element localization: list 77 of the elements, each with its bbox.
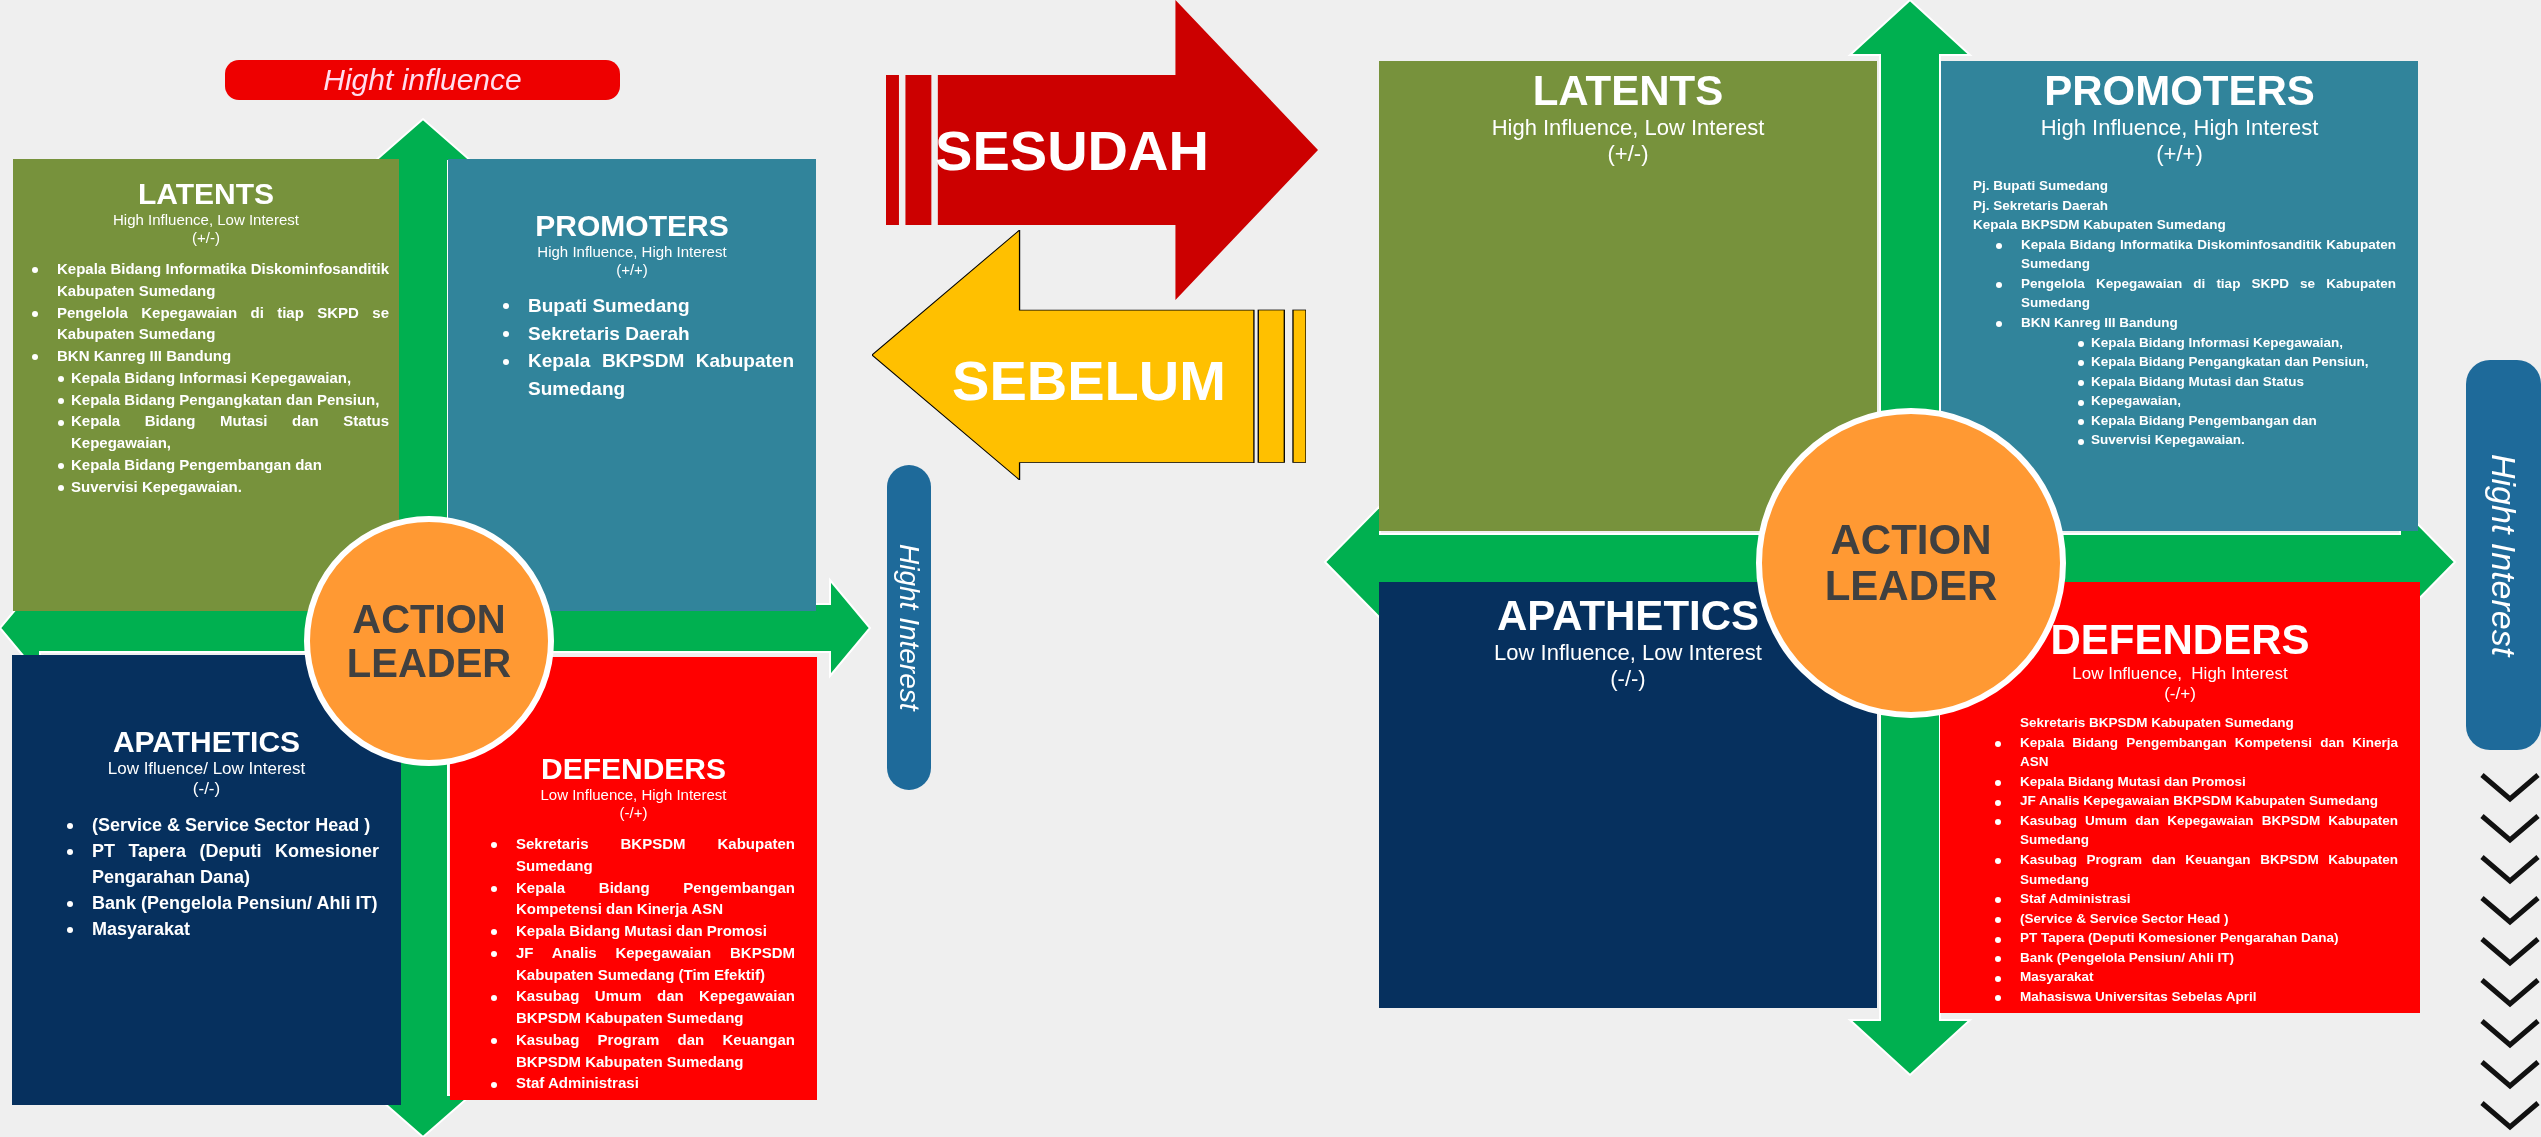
side-banner bbox=[2466, 360, 2541, 750]
bullet-item: Kepala Bidang Pengembangan Kompetensi dan Kinerja ASN bbox=[472, 876, 795, 920]
list-text: Pj. Bupati Sumedang bbox=[1972, 177, 2109, 195]
bullet-item: Kepala Bidang Pengembangan dan bbox=[23, 453, 389, 476]
bullet-item: Bank (Pengelola Pensiun/ Ahli IT) bbox=[34, 890, 379, 917]
quadrant-sign: (+/-) bbox=[192, 229, 220, 246]
quadrant-title: APATHETICS bbox=[112, 725, 301, 759]
bullet-item: Masyarakat bbox=[1962, 967, 2398, 987]
quadrant-subtitle: Low Influence, High Interest bbox=[2072, 664, 2288, 684]
quadrant-sign: (-/+) bbox=[619, 804, 648, 821]
bullet-item: Kepala Bidang Informasi Kepegawaian, bbox=[1963, 332, 2396, 353]
quadrant-subtitle: High Influence, Low Interest bbox=[1491, 115, 1765, 141]
quadrant-title: PROMOTERS bbox=[2044, 67, 2315, 115]
bullet-item: JF Analis Kepegawaian BKPSDM Kabupaten Sumedang (Tim Efektif) bbox=[472, 941, 795, 986]
bullet-item: BKN Kanreg III Bandung bbox=[1963, 312, 2396, 333]
quadrant-subtitle: Low Influence, High Interest bbox=[540, 786, 727, 803]
quadrant-sign: (-/+) bbox=[2164, 684, 2196, 704]
quadrant-subtitle: High Influence, High Interest bbox=[537, 243, 727, 260]
list-text: Kepala BKPSDM Kabupaten Sumedang bbox=[1972, 216, 2227, 235]
circle-label: ACTION LEADER bbox=[1823, 516, 1999, 610]
bullet-item: Staf Administrasi bbox=[1962, 889, 2398, 909]
bullet-item: Bupati Sumedang bbox=[470, 292, 794, 320]
banner-label: Hight Interest bbox=[893, 544, 925, 711]
quadrant-title: DEFENDERS bbox=[541, 752, 726, 786]
quadrant-title: LATENTS bbox=[1532, 67, 1724, 115]
bullet-item: BKN Kanreg III Bandung bbox=[23, 345, 389, 367]
bullet-item: Kepala Bidang Pengangkatan dan Pensiun, bbox=[1963, 352, 2396, 372]
bullet-item: Suvervisi Kepegawaian. bbox=[23, 475, 389, 498]
bullet-item: Masyarakat bbox=[34, 916, 379, 943]
bullet-item: (Service & Service Sector Head ) bbox=[1962, 908, 2398, 929]
quadrant-sign: (+/-) bbox=[1607, 141, 1649, 167]
quadrant-subtitle: High Influence, High Interest bbox=[2040, 115, 2319, 141]
bullet-item: Pengelola Kepegawaian di tiap SKPD se Kabupaten Sumedang bbox=[1963, 273, 2396, 313]
bullet-item: Kepala Bidang Mutasi dan Status bbox=[1963, 371, 2396, 392]
bullet-item: Kepala Bidang Mutasi dan Promosi bbox=[1962, 771, 2398, 792]
bullet-item: Kasubag Program dan Keuangan BKPSDM Kabupaten Sumedang bbox=[1962, 849, 2398, 890]
bullet-item: Sekretaris BKPSDM Kabupaten Sumedang bbox=[472, 833, 795, 877]
quadrant-title: APATHETICS bbox=[1496, 592, 1760, 640]
quadrant-subtitle: High Influence, Low Interest bbox=[113, 211, 299, 228]
quadrant-subtitle: Low Ifluence/ Low Interest bbox=[107, 759, 306, 779]
bullet-item: (Service & Service Sector Head ) bbox=[34, 812, 379, 839]
bullet-item: JF Analis Kepegawaian BKPSDM Kabupaten Sumedang bbox=[1962, 791, 2398, 811]
bullet-item: Kepala Bidang Informatika Diskominfosanditik Kabupaten Sumedang bbox=[1963, 234, 2396, 274]
bullet-item: Mahasiswa Universitas Sebelas April bbox=[1962, 986, 2398, 1007]
bullet-item: PT Tapera (Deputi Komesioner Pengarahan Dana) bbox=[1962, 928, 2398, 948]
bullet-item: Sekretaris Daerah bbox=[470, 319, 794, 348]
bullet-item: Kasubag Umum dan Kepegawaian BKPSDM Kabupaten Sumedang bbox=[472, 985, 795, 1029]
quadrant-sign: (+/+) bbox=[2156, 141, 2203, 167]
circle-label: ACTION LEADER bbox=[345, 597, 513, 685]
list-text: Sekretaris BKPSDM Kabupaten Sumedang bbox=[2019, 714, 2295, 732]
bullet-item: PT Tapera (Deputi Komesioner Pengarahan Dana) bbox=[34, 838, 379, 891]
bullet-item: Kasubag Program dan Keuangan BKPSDM Kabupaten Sumedang bbox=[472, 1028, 795, 1073]
quadrant-title: LATENTS bbox=[137, 177, 275, 211]
bullet-item: Pengelola Kepegawaian di tiap SKPD se Kabupaten Sumedang bbox=[23, 301, 389, 345]
bullet-item: Kepala BKPSDM Kabupaten Sumedang bbox=[470, 347, 794, 403]
bullet-item: Kepala Bidang Pengangkatan dan Pensiun, bbox=[23, 388, 389, 411]
quadrant-sign: (-/-) bbox=[192, 779, 221, 799]
heading-banner bbox=[225, 60, 620, 100]
bullet-item: Kepegawaian, bbox=[1963, 391, 2396, 411]
side-banner bbox=[887, 465, 931, 790]
arrow-label: SEBELUM bbox=[952, 347, 1226, 413]
banner-label: Hight Interest bbox=[2484, 453, 2523, 657]
bullet-item: Kepala Bidang Informatika Diskominfosanditik Kabupaten Sumedang bbox=[23, 258, 389, 302]
quadrant-subtitle: Low Influence, Low Interest bbox=[1494, 640, 1762, 666]
bullet-item: Kasubag Umum dan Kepegawaian BKPSDM Kabupaten Sumedang bbox=[1962, 810, 2398, 850]
bullet-item: Kepala Bidang Mutasi dan Status Kepegawaian, bbox=[23, 410, 389, 454]
bullet-item: Kepala Bidang Informasi Kepegawaian, bbox=[23, 366, 389, 389]
quadrant-sign: (-/-) bbox=[1610, 666, 1646, 692]
bullet-item: Bank (Pengelola Pensiun/ Ahli IT) bbox=[1962, 947, 2398, 968]
quadrant-sign: (+/+) bbox=[616, 261, 648, 278]
quadrant-title: DEFENDERS bbox=[2050, 616, 2310, 664]
quadrant-title: PROMOTERS bbox=[535, 209, 729, 243]
bullet-item: Staf Administrasi bbox=[472, 1072, 795, 1094]
bullet-item: Kepala Bidang Pengembangan Kompetensi dan Kinerja ASN bbox=[1962, 732, 2398, 772]
bullet-item: Kepala Bidang Mutasi dan Promosi bbox=[472, 920, 795, 942]
list-text: Pj. Sekretaris Daerah bbox=[1972, 196, 2110, 215]
banner-label: Hight influence bbox=[323, 63, 522, 97]
